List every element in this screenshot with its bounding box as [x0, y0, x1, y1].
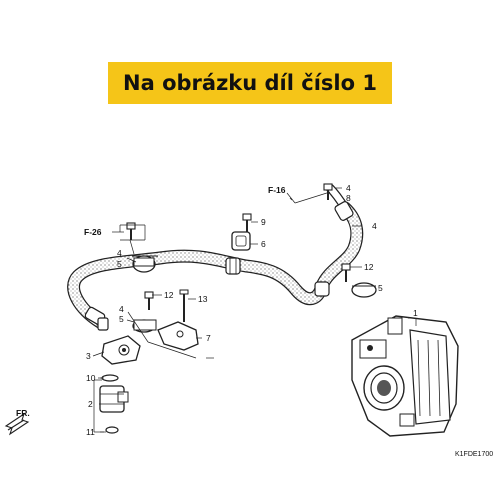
bolt-f16 — [323, 183, 333, 200]
hose-clamp-right — [351, 282, 377, 298]
bolt-f26 — [126, 222, 136, 240]
callout-10: 10 — [86, 373, 96, 383]
hose-collar-mid — [225, 257, 241, 275]
hose-collar-left — [84, 306, 109, 331]
callout-13: 13 — [198, 294, 208, 304]
ref-f16: F-16 — [268, 185, 286, 195]
part-number-banner: Na obrázku díl číslo 1 — [108, 62, 392, 104]
bolt-9 — [242, 213, 252, 232]
hose-top-fitting — [334, 201, 354, 221]
callout-12-right: 12 — [364, 262, 374, 272]
callout-5-right: 5 — [378, 283, 383, 293]
hose-holder-6 — [231, 231, 251, 251]
hose-clamp-4-5-left — [132, 255, 158, 273]
callout-1: 1 — [413, 308, 418, 318]
ref-f26: F-26 — [84, 227, 102, 237]
hose-collar-right — [314, 281, 330, 297]
callout-3: 3 — [86, 351, 91, 361]
throttle-body-1 — [351, 315, 459, 437]
bolt-12-lower — [144, 291, 154, 310]
hose-clamp-4-5-lower — [132, 319, 157, 333]
diagram-code: K1FDE1700 — [455, 451, 493, 458]
front-label: FR. — [16, 408, 30, 418]
callout-11: 11 — [86, 427, 95, 437]
callout-5-lower: 5 — [119, 314, 124, 324]
callout-4-top: 4 — [346, 183, 351, 193]
callout-8: 8 — [346, 193, 351, 203]
bracket-7 — [157, 321, 199, 351]
callout-4-right: 4 — [372, 221, 377, 231]
front-direction-arrow-icon — [4, 412, 30, 436]
leader-lines — [92, 187, 417, 433]
bolt-13 — [179, 289, 189, 322]
banner-text: Na obrázku díl číslo 1 — [123, 71, 377, 95]
callout-9: 9 — [261, 217, 266, 227]
bolt-12-upper — [341, 263, 351, 282]
callout-12-left: 12 — [164, 290, 174, 300]
callout-4-left: 4 — [117, 248, 122, 258]
callout-7: 7 — [206, 333, 211, 343]
callout-5-left: 5 — [117, 259, 122, 269]
callout-2: 2 — [88, 399, 93, 409]
injector-joint-3 — [101, 335, 141, 365]
callout-4-lower: 4 — [119, 304, 124, 314]
fuel-injector-2 — [99, 374, 129, 434]
callout-6: 6 — [261, 239, 266, 249]
